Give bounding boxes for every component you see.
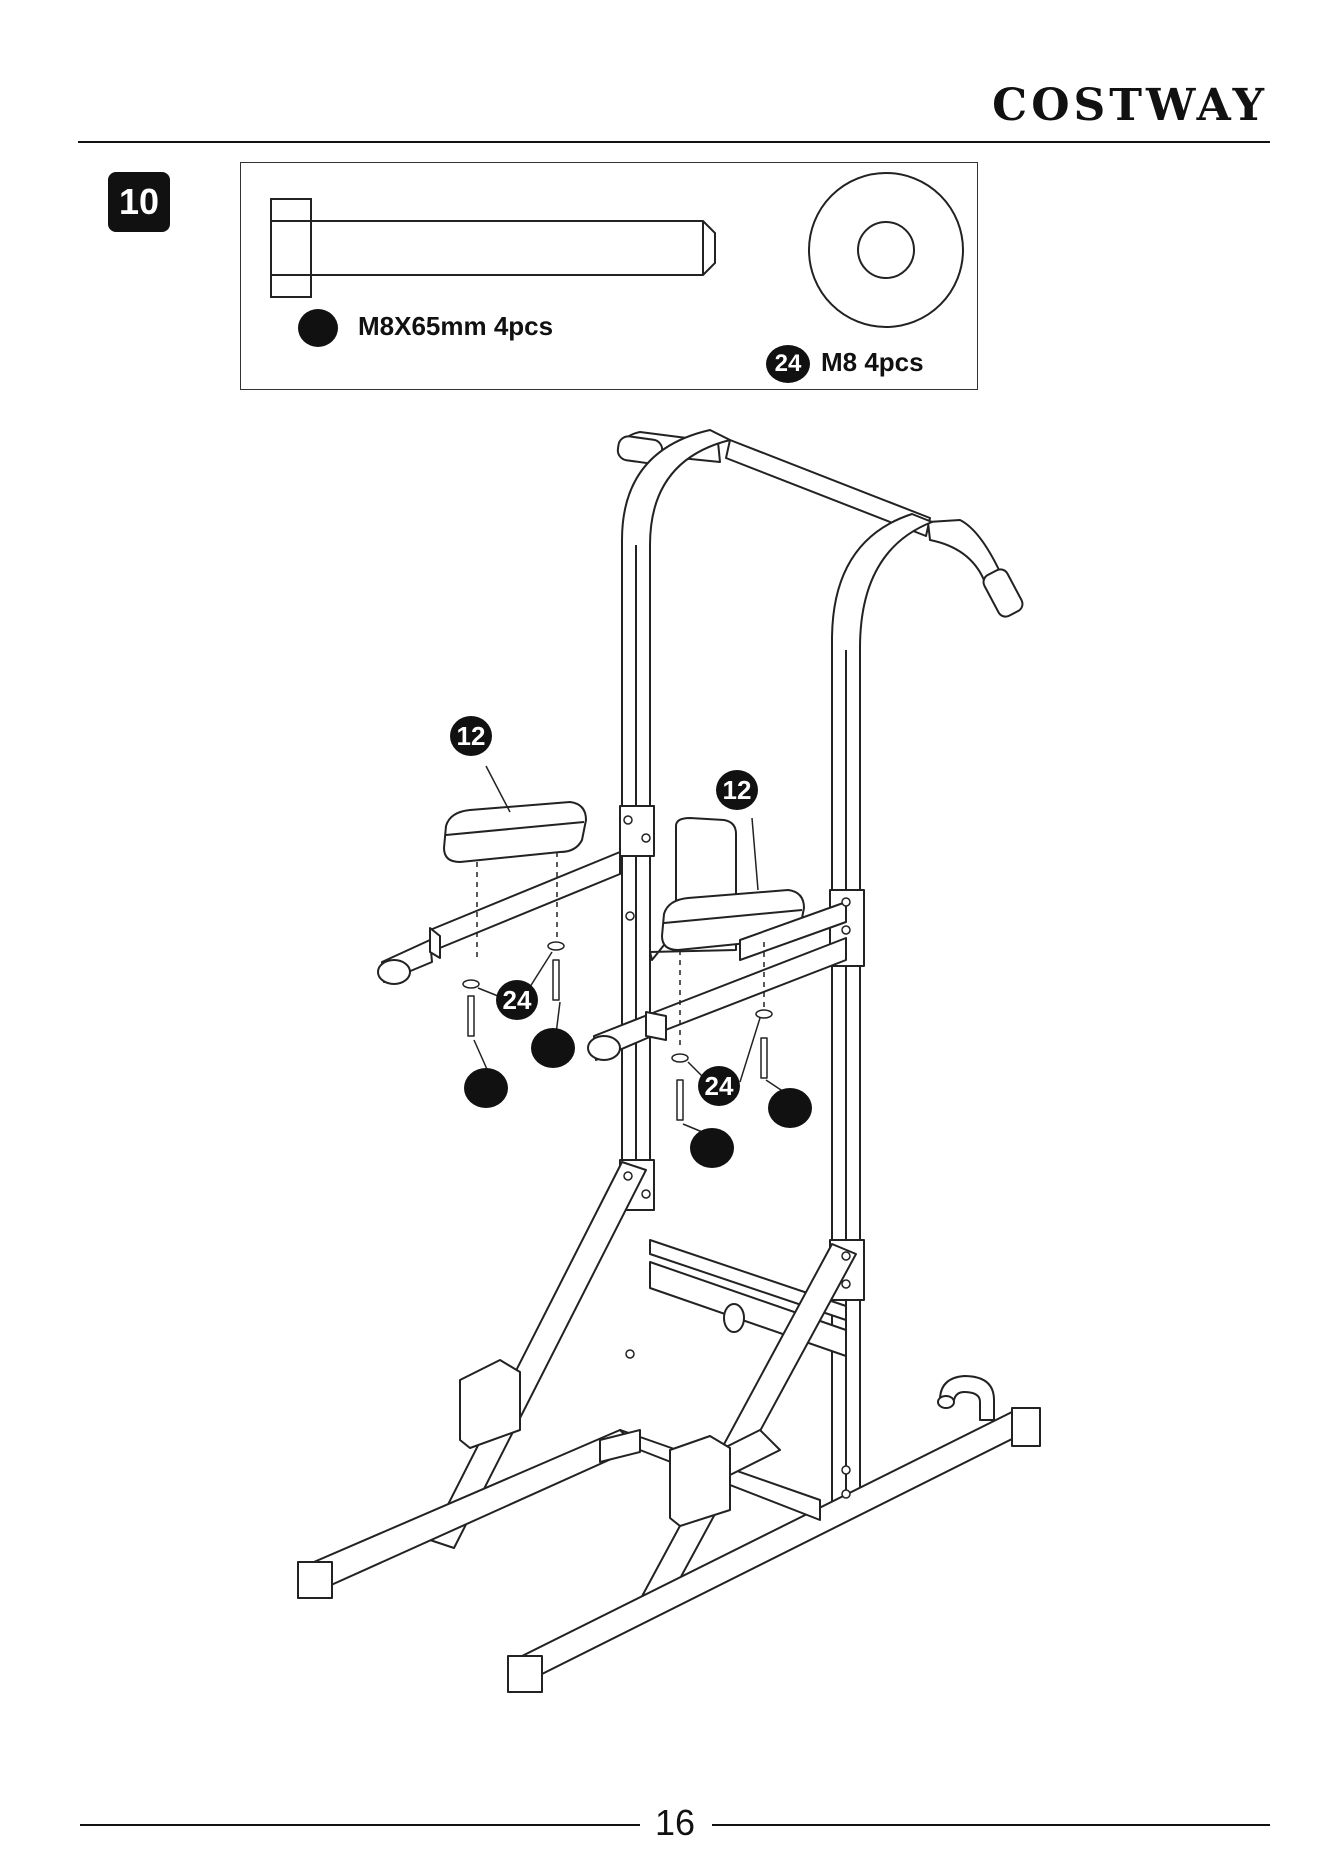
right-dip-handle-end [588, 1036, 620, 1060]
washer-4 [756, 1010, 772, 1018]
bolt-2 [553, 960, 559, 1000]
bolt-3 [677, 1080, 683, 1120]
left-seat-pad [444, 802, 586, 862]
left-foot [300, 1430, 640, 1590]
bolt-marker-4 [768, 1088, 812, 1128]
bolt-marker-1 [464, 1068, 508, 1108]
pad-callout-right: 12 [716, 770, 758, 810]
bolt-1 [468, 996, 474, 1036]
bolt-marker-3 [690, 1128, 734, 1168]
right-grip [981, 567, 1026, 620]
bolt-marker-2 [531, 1028, 575, 1068]
bolt-4 [761, 1038, 767, 1078]
pad-callout-left: 12 [450, 716, 492, 756]
left-dip-handle-end [378, 960, 410, 984]
footer-divider-left [80, 1824, 640, 1826]
left-foot-cap [298, 1562, 332, 1598]
left-dip-arm [430, 852, 620, 952]
right-leg-block [670, 1436, 730, 1526]
washer-1 [463, 980, 479, 988]
right-foot-cap [508, 1656, 542, 1692]
washer-2 [548, 942, 564, 950]
footer-divider-right [712, 1824, 1270, 1826]
washer-callout-right: 24 [698, 1066, 740, 1106]
washer-callout-left: 24 [496, 980, 538, 1020]
washer-3 [672, 1054, 688, 1062]
left-upright-joint [620, 806, 654, 856]
page-number: 16 [650, 1802, 700, 1844]
